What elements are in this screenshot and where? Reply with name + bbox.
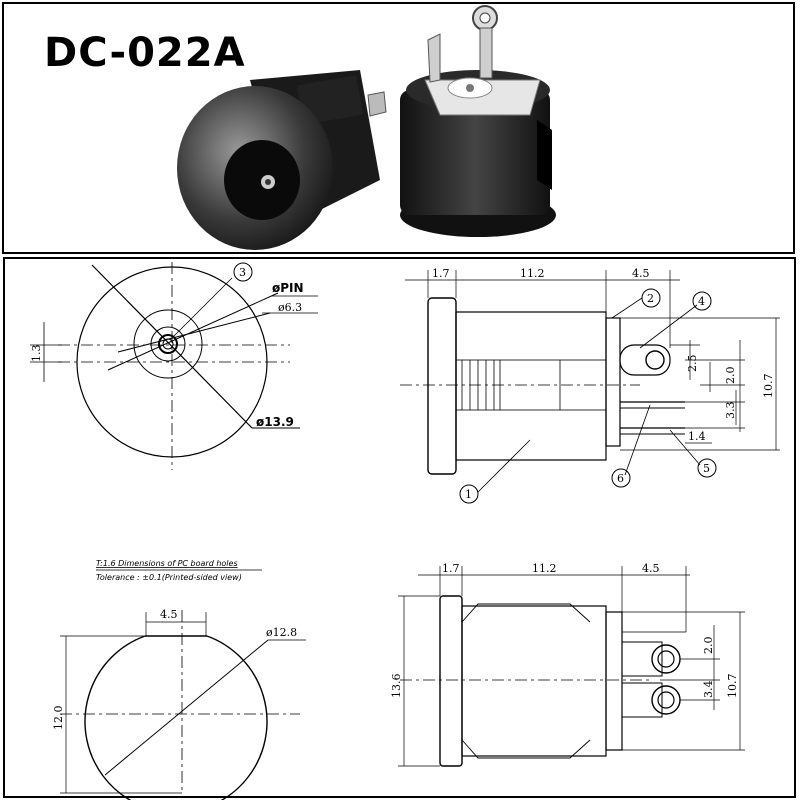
outer-diameter-label: ø13.9 (256, 415, 294, 429)
pcb-height: 12.0 (52, 706, 65, 731)
pcb-diameter: ø12.8 (266, 626, 297, 639)
jack-front-photo (177, 70, 387, 250)
pcb-hole-outline (60, 610, 306, 800)
bottom-dim-a: 1.7 (442, 562, 460, 575)
callout-2: 2 (647, 292, 654, 305)
callout-3: 3 (239, 266, 246, 279)
side-dim-33: 3.3 (724, 402, 737, 420)
callout-5: 5 (703, 462, 710, 475)
bottom-dim-34: 3.4 (702, 681, 715, 699)
front-view (30, 262, 318, 470)
side-dim-c: 4.5 (632, 267, 650, 280)
bottom-dim-20: 2.0 (702, 637, 715, 655)
pin-diameter-label: øPIN (272, 281, 304, 295)
bottom-dim-c: 4.5 (642, 562, 660, 575)
side-dim-14: 1.4 (688, 430, 706, 443)
side-height: 10.7 (762, 374, 775, 399)
callout-4: 4 (698, 295, 705, 308)
bottom-view (398, 566, 745, 767)
product-title: DC-022A (44, 30, 246, 76)
side-dim-20: 2.0 (724, 367, 737, 385)
pcb-width: 4.5 (160, 608, 178, 621)
bottom-height-outer: 13.6 (390, 674, 403, 699)
side-view (400, 270, 780, 504)
bottom-dim-b: 11.2 (532, 562, 557, 575)
callout-1: 1 (465, 488, 472, 501)
pcb-heading: T:1.6 Dimensions of PC board holes (96, 559, 238, 568)
side-dim-b: 11.2 (520, 267, 545, 280)
drawing-frame (3, 257, 796, 798)
jack-rear-photo (400, 5, 556, 237)
side-dim-25: 2.5 (686, 355, 699, 373)
product-photo-panel (2, 2, 795, 254)
offset-dimension: 1.3 (30, 345, 43, 363)
side-dim-a: 1.7 (432, 267, 450, 280)
inner-diameter-label: ø6.3 (278, 301, 302, 314)
pcb-tolerance: Tolerance : ±0.1(Printed-sided view) (96, 573, 242, 582)
callout-6: 6 (617, 472, 624, 485)
bottom-height-inner: 10.7 (726, 674, 739, 699)
product-photo (177, 5, 556, 250)
